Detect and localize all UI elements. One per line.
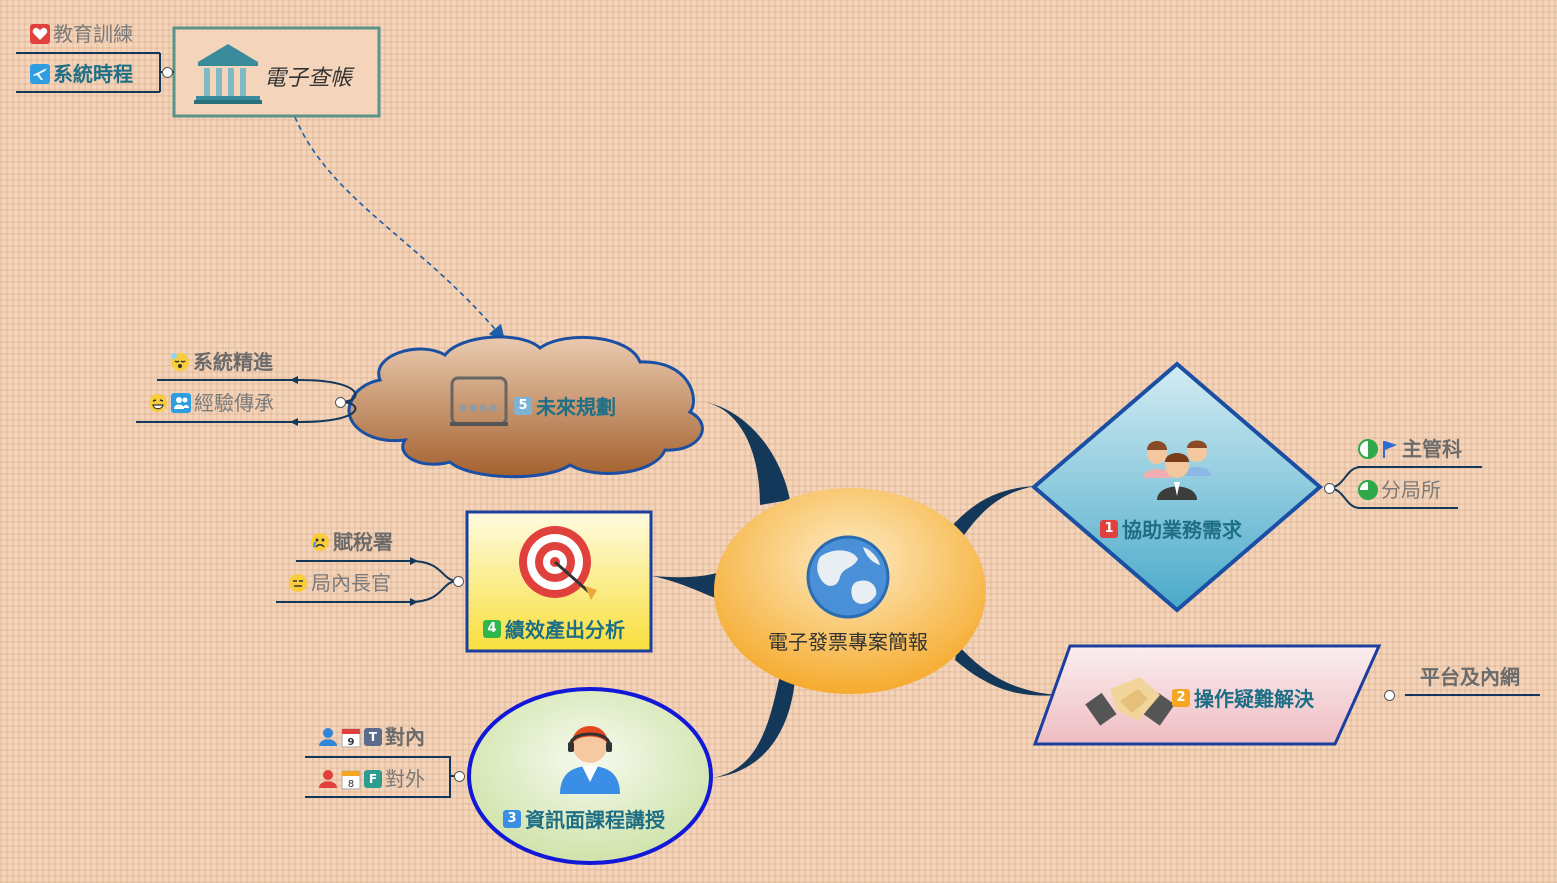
person-blue-icon [319,728,337,746]
topic-1-title[interactable]: 1 協助業務需求 [1100,514,1242,543]
subtopic-label: 主管科 [1402,437,1462,461]
collapse-toggle-topic-5[interactable] [335,397,346,408]
branch-to-topic-3 [712,675,795,778]
airplane-icon [30,64,50,84]
svg-text:8: 8 [348,779,354,790]
subtopic-label: 賦稅署 [333,530,393,554]
topic-2-parallelogram-shape [1032,644,1382,746]
subtopic-label: 平台及內網 [1420,665,1520,689]
subtopic-main-section[interactable]: 主管科 [1358,437,1462,461]
subtopic-external[interactable]: 8 F 對外 [318,767,425,791]
subtopic-bureau-chief[interactable]: 局內長官 [288,571,391,595]
person-red-icon [319,770,337,788]
topic-1-label: 協助業務需求 [1122,518,1242,542]
topic-2-label: 操作疑難解決 [1194,687,1314,711]
bank-icon [194,44,262,104]
blue-flag-icon [1383,441,1397,458]
subtopic-tax-agency[interactable]: 賦稅署 [310,530,393,554]
subtopic-label: 對外 [385,767,425,791]
branch-to-topic-5 [705,402,790,505]
topic-3-title[interactable]: 3 資訊面課程講授 [503,804,665,833]
branch-to-topic-2 [955,645,1058,696]
subtopic-label: 分局所 [1381,478,1441,502]
topic-4-title[interactable]: 4 績效產出分析 [483,614,625,643]
topic-4-label: 績效產出分析 [505,618,625,642]
newtons-cradle-icon [450,376,508,426]
t-task-icon: T [364,728,382,746]
progress-three-quarter-icon [1358,480,1378,500]
subtopic-system-improvement[interactable]: 系統精進 [170,350,273,374]
business-team-icon [1143,440,1211,500]
subtopic-experience-transfer[interactable]: 經驗傳承 [148,391,274,415]
subtopic-branch-office[interactable]: 分局所 [1358,478,1441,502]
grin-face-icon [149,394,167,412]
topic-5-title[interactable]: 5 未來規劃 [514,391,616,420]
subtopic-label: 教育訓練 [53,22,133,46]
topic-2-title[interactable]: 2 操作疑難解決 [1172,683,1314,712]
branch-to-topic-4 [652,572,720,600]
f-task-icon: F [364,770,382,788]
collapse-toggle-topic-4[interactable] [453,576,464,587]
contacts-icon [171,393,191,413]
calendar-9-icon: 9 [341,728,361,748]
collapse-toggle-topic-3[interactable] [454,771,465,782]
calendar-8-icon: 8 [341,770,361,790]
crying-face-icon [311,533,329,551]
subtopic-label: 系統時程 [53,62,133,86]
priority-1-icon: 1 [1100,519,1118,538]
handshake-icon [1085,677,1175,726]
progress-half-icon [1358,439,1378,459]
support-agent-icon [560,726,620,794]
priority-5-icon: 5 [514,396,532,415]
central-topic-title[interactable]: 電子發票專案簡報 [768,630,928,654]
relationship-arrow [294,116,506,342]
branch-lines [652,402,1058,778]
sleepy-face-icon [171,353,189,371]
branch-to-topic-1 [950,486,1035,538]
neutral-face-icon [289,574,307,592]
collapse-toggle-topic-2[interactable] [1384,690,1395,701]
topic-3-label: 資訊面課程講授 [525,808,665,832]
connector-arrow-heads [290,376,418,606]
collapse-toggle-topic-1[interactable] [1324,483,1335,494]
subtopic-internal[interactable]: 9 T 對內 [318,725,425,749]
globe-icon [806,535,890,619]
subtopic-platform-intranet[interactable]: 平台及內網 [1420,665,1520,689]
subtopic-label: 對內 [385,725,425,749]
priority-4-icon: 4 [483,619,501,638]
svg-text:9: 9 [348,737,355,748]
topic-5-label: 未來規劃 [536,395,616,419]
heart-icon [30,24,50,44]
subtopic-label: 經驗傳承 [194,391,274,415]
subtopic-label: 局內長官 [311,571,391,595]
subtopic-system-schedule[interactable]: 系統時程 [30,62,133,86]
target-icon [519,526,597,600]
priority-3-icon: 3 [503,809,521,828]
subtopic-education-training[interactable]: 教育訓練 [30,22,133,46]
collapse-toggle-floating[interactable] [162,67,173,78]
subtopic-label: 系統精進 [193,350,273,374]
priority-2-icon: 2 [1172,688,1190,707]
floating-topic-title[interactable]: 電子查帳 [264,66,353,91]
